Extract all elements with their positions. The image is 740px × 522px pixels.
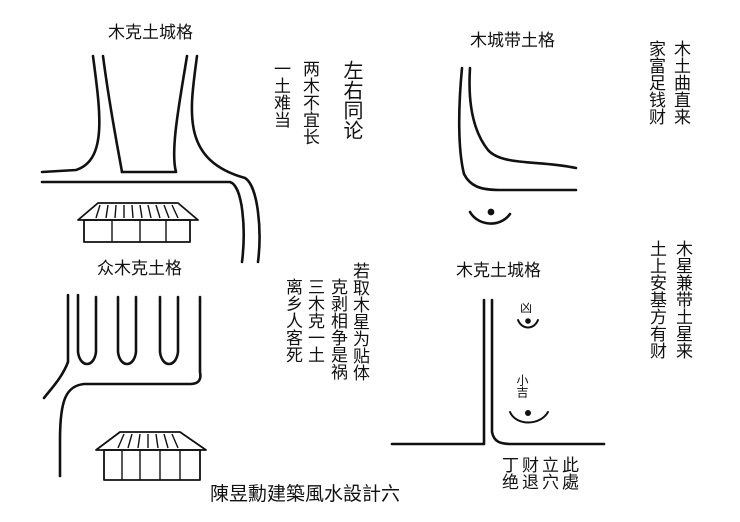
- verse-column: 立穴: [538, 456, 559, 490]
- verse-column: 三木克一土: [304, 278, 325, 363]
- verse-column: 若取木星为贴体: [349, 262, 370, 381]
- road-lines: [390, 298, 606, 446]
- marker-label: 凶: [520, 301, 532, 315]
- house-icon: [77, 202, 199, 243]
- panel-top-left: 木克土城格 一土难当 两木不宜长 左右同论: [40, 23, 364, 264]
- verse-column: 木星兼带土星来: [672, 240, 693, 359]
- panel-title: 众木克土格: [97, 259, 182, 279]
- verse-column: 此處: [558, 456, 579, 491]
- panel-bottom-left: 众木克土格 离乡人客死 三木克一土 克剥相争是祸 若取木星为贴体: [42, 259, 370, 481]
- panel-bottom-right: 木克土城格 凶 小吉 土上安基方有财 木星兼带土星来 丁绝 财退 立穴 此處: [390, 240, 693, 491]
- verse-column: 丁绝: [498, 456, 519, 490]
- verse-column: 土上安基方有财: [646, 240, 667, 360]
- cup-mark: [517, 318, 539, 329]
- verse-column: 克剥相争是祸: [327, 278, 348, 381]
- panel-title: 木克土城格: [456, 261, 541, 281]
- verse-column: 木土曲直来: [670, 40, 691, 125]
- cup-mark: [509, 410, 549, 424]
- verse-column: 左右同论: [340, 60, 364, 140]
- panel-top-right: 木城带土格 家富足钱财 木土曲直来: [457, 31, 691, 225]
- marker-label: 小吉: [515, 374, 529, 399]
- verse-column: 离乡人客死: [282, 278, 303, 363]
- cup-mark: [468, 208, 512, 225]
- verse-column: 一土难当: [270, 60, 291, 128]
- road-lines: [457, 66, 578, 192]
- verse-column: 家富足钱财: [645, 40, 666, 126]
- panel-title: 木城带土格: [470, 31, 555, 51]
- panel-title: 木克土城格: [108, 23, 193, 43]
- house-icon: [95, 431, 207, 481]
- road-lines: [40, 54, 261, 264]
- verse-column: 两木不宜长: [299, 60, 320, 145]
- verse-column: 财退: [518, 456, 539, 490]
- road-lines: [42, 293, 202, 478]
- caption: 陳昱勳建築風水設計六: [210, 483, 400, 505]
